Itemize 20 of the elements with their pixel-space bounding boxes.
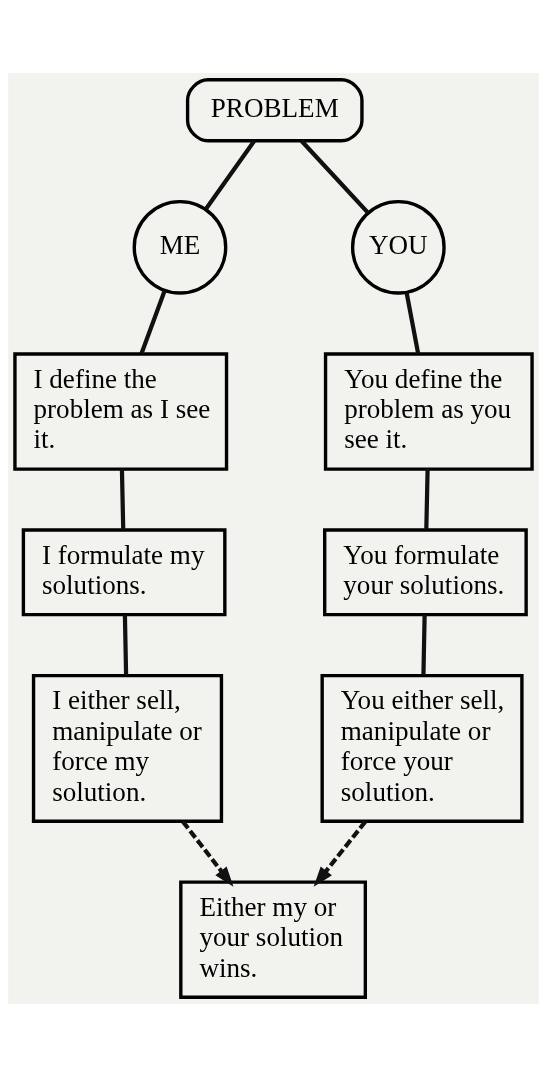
node-box: You define the problem as you see it. [323, 351, 534, 471]
node-box: You either sell, manipulate or force your solution. [320, 673, 524, 823]
arrow [313, 819, 367, 887]
connector [204, 139, 256, 210]
node-box: Either my or your solution wins. [179, 879, 368, 999]
node-box: You formulate your solutions. [323, 527, 528, 616]
node-circle: ME [132, 199, 228, 295]
connector [139, 289, 167, 354]
connector [119, 468, 126, 530]
connector [421, 614, 427, 675]
node-circle: YOU [350, 199, 446, 295]
node-box: I either sell, manipulate or force my solution. [31, 673, 224, 823]
node-box: I formulate my solutions. [21, 527, 227, 616]
connector [404, 292, 421, 354]
connector [424, 468, 430, 530]
node-box: PROBLEM [185, 77, 364, 142]
node-box: I define the problem as I see it. [13, 351, 229, 471]
arrow [181, 819, 234, 887]
connector [300, 139, 370, 214]
connector [122, 614, 129, 675]
